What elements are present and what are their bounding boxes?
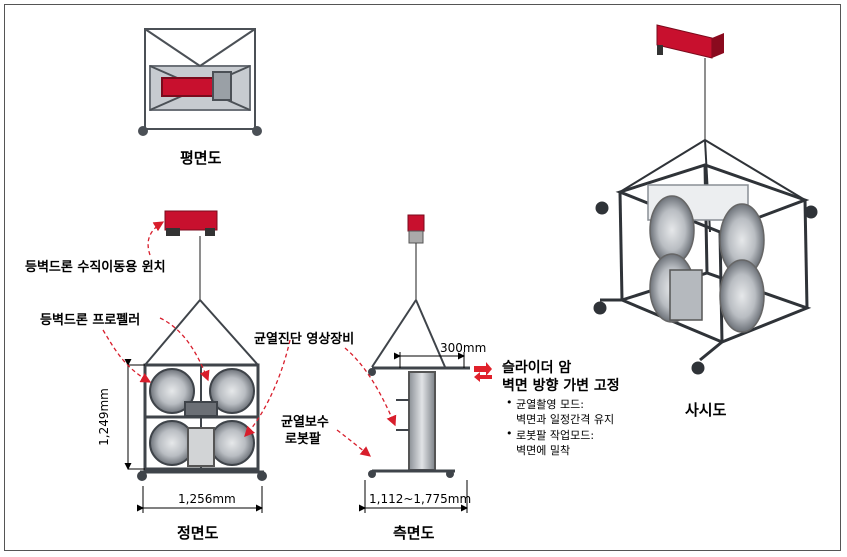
front-view-title: 정면도 — [177, 524, 219, 542]
iso-winch — [656, 24, 724, 140]
crack-robot-annotation-line2: 로봇팔 — [285, 432, 321, 447]
side-view-drawing — [368, 299, 470, 478]
mode1-description: 벽면과 일정간격 유지 — [516, 413, 615, 426]
side-dimension-lines — [359, 352, 468, 513]
front-view-drawing — [137, 299, 267, 481]
iso-view-title: 사시도 — [685, 401, 727, 419]
height-dimension: 1,249mm — [97, 388, 111, 446]
propeller-annotation: 등벽드론 프로펠러 — [40, 313, 141, 328]
side-winch — [407, 214, 425, 300]
winch-annotation: 등벽드론 수직이동용 윈치 — [25, 260, 166, 275]
crack-camera-annotation: 균열진단 영상장비 — [254, 332, 355, 347]
width-dimension: 1,256mm — [178, 492, 236, 506]
plan-view-drawing — [138, 28, 262, 136]
figure-frame — [4, 4, 841, 551]
front-dimension-lines — [124, 359, 263, 513]
crack-robot-annotation-line1: 균열보수 — [281, 415, 329, 430]
iso-view-drawing — [593, 139, 818, 375]
mode1-bullet: • — [506, 396, 513, 409]
depth-dimension: 1,112~1,775mm — [369, 492, 472, 506]
slider-annotation-line2: 벽면 방향 가변 고정 — [502, 378, 620, 394]
slider-annotation-line1: 슬라이더 암 — [502, 360, 572, 376]
mode2-title: 로봇팔 작업모드: — [516, 429, 595, 442]
leader-lines — [102, 221, 397, 457]
mode2-description: 벽면에 밀착 — [516, 444, 571, 457]
mode2-bullet: • — [506, 427, 513, 440]
mode1-title: 균열촬영 모드: — [516, 398, 584, 411]
plan-view-title: 평면도 — [180, 149, 222, 167]
side-view-title: 측면도 — [393, 524, 435, 542]
arm-dimension: 300mm — [440, 341, 487, 355]
front-winch — [164, 210, 218, 300]
slider-double-arrow — [474, 362, 492, 382]
